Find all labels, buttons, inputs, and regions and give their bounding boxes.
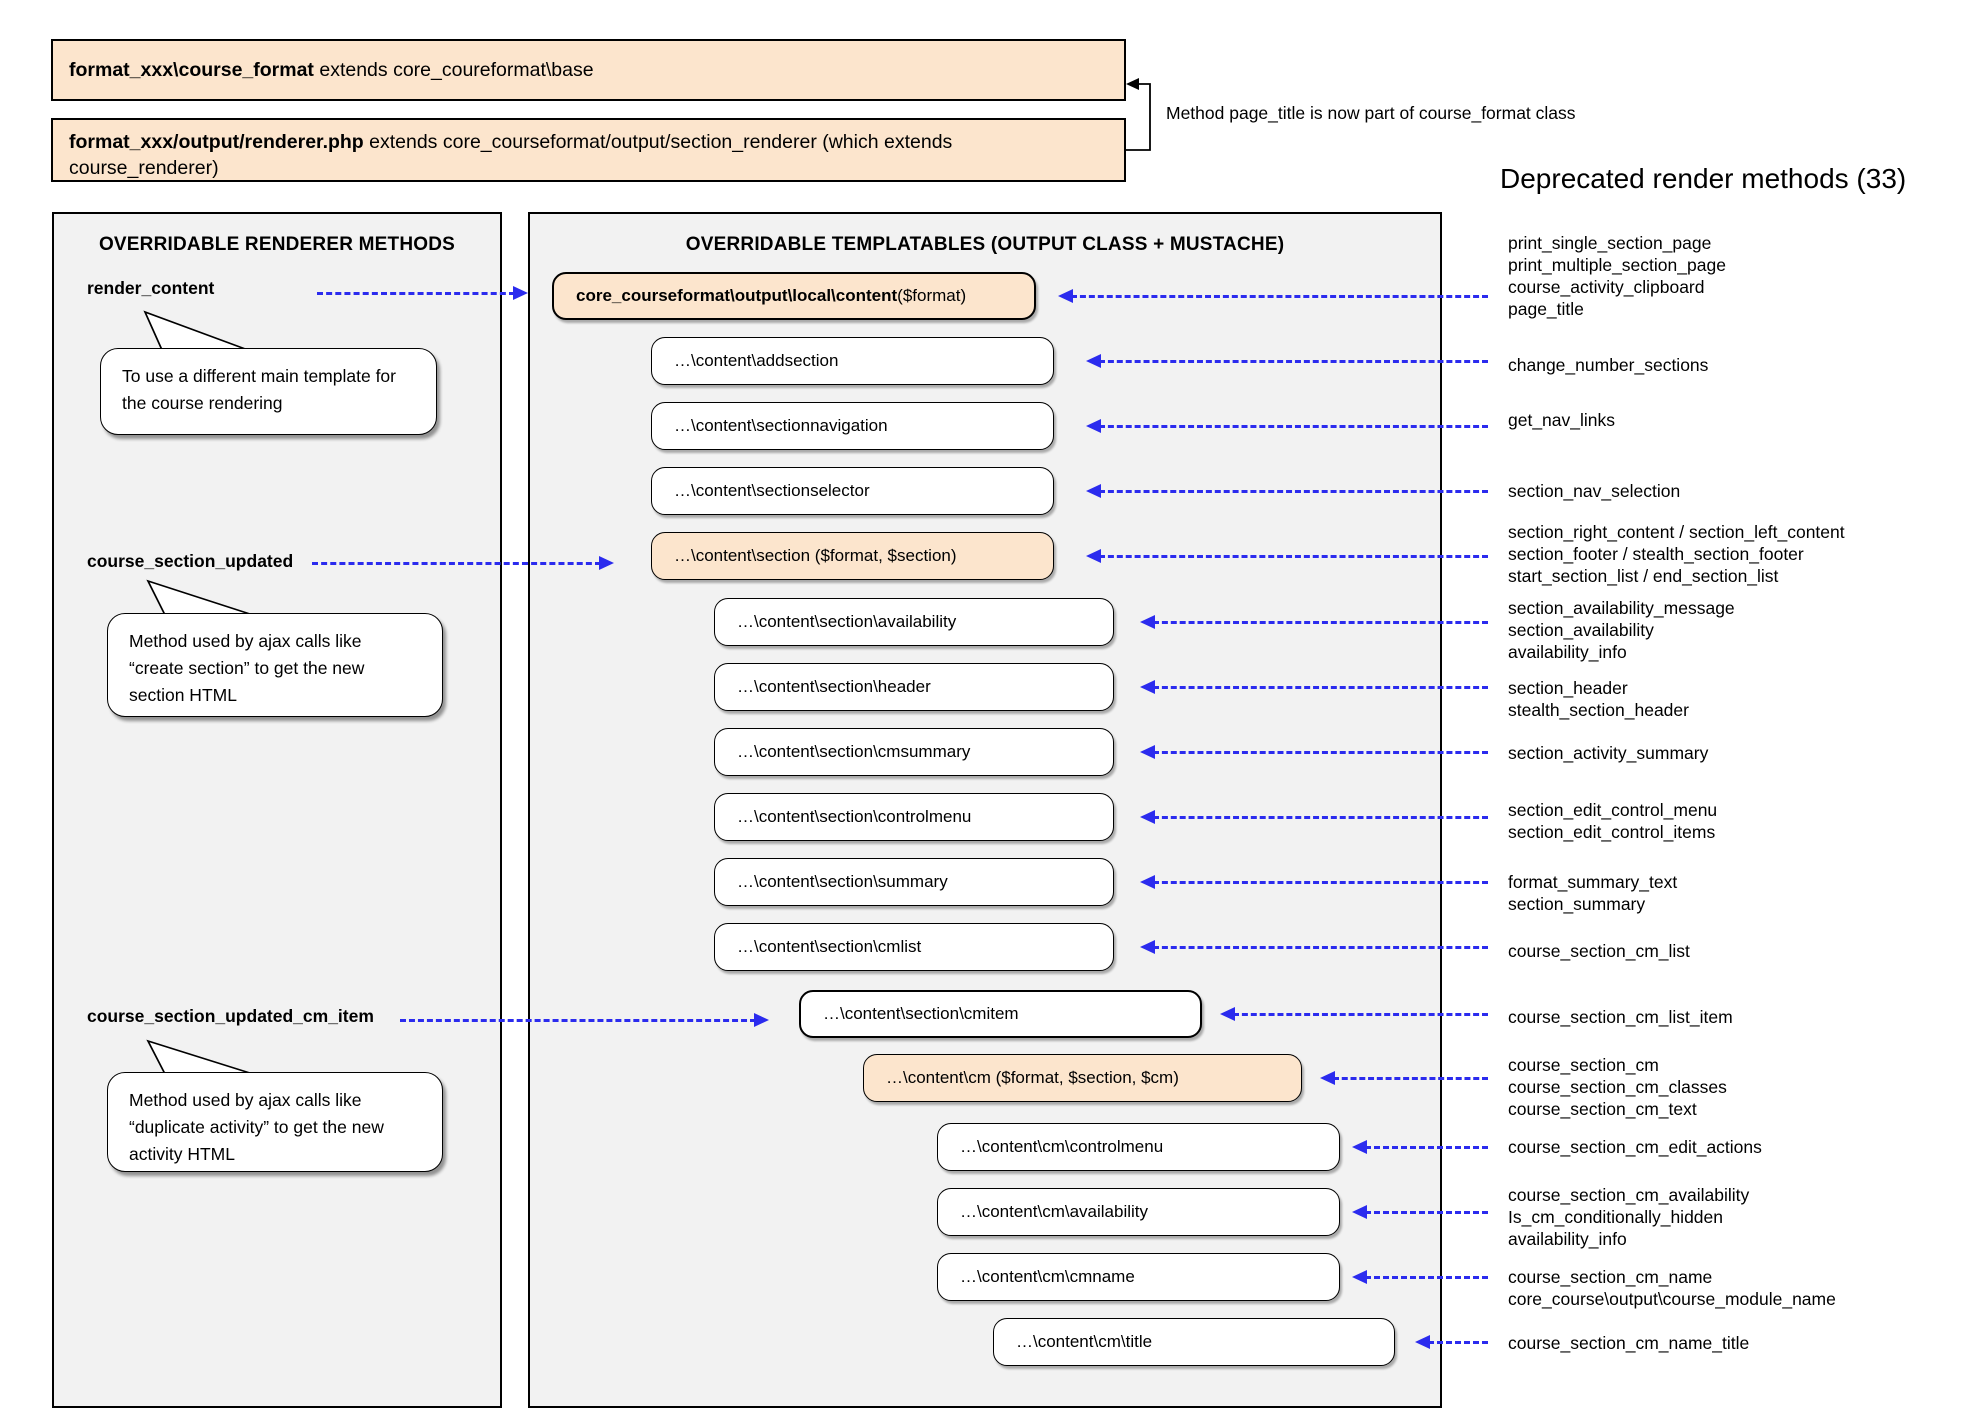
templatable-box-sectionselector: …\content\sectionselector (651, 467, 1054, 515)
templatable-box-cm-cmname: …\content\cm\cmname (937, 1253, 1340, 1301)
arrow-line-render_content-to-content (317, 291, 515, 295)
templatable-box-section-cmlist: …\content\section\cmlist (714, 923, 1114, 971)
arrow-line-deprecated-14 (1365, 1145, 1488, 1149)
arrow-line-deprecated-2 (1099, 359, 1488, 363)
arrow-line-deprecated-1 (1071, 294, 1488, 298)
templatable-box-cm: …\content\cm ($format, $section, $cm) (863, 1054, 1302, 1102)
templatable-box-cm-title: …\content\cm\title (993, 1318, 1395, 1366)
arrowhead-deprecated-1 (1058, 289, 1073, 303)
class-box-renderer-bold: format_xxx/output/renderer.php (69, 131, 364, 153)
arrowhead-course_section_updated-to-section (599, 556, 614, 570)
arrowhead-render_content-to-content (513, 286, 528, 300)
templatable-box-section-controlmenu: …\content\section\controlmenu (714, 793, 1114, 841)
deprecated-method-group-3: get_nav_links (1508, 410, 1616, 430)
left-panel-title: OVERRIDABLE RENDERER METHODS (98, 234, 456, 255)
arrow-line-deprecated-3 (1099, 424, 1488, 428)
arrow-line-deprecated-11 (1153, 945, 1488, 949)
renderer-method-render_content: render_content (87, 278, 215, 298)
arrowhead-deprecated-4 (1086, 484, 1101, 498)
page-title-note: Method page_title is now part of course_… (1166, 103, 1576, 123)
arrowhead-deprecated-9 (1140, 810, 1155, 824)
arrow-line-deprecated-12 (1233, 1012, 1488, 1016)
arrowhead-deprecated-8 (1140, 745, 1155, 759)
arrow-line-deprecated-5 (1099, 554, 1488, 558)
arrowhead-deprecated-15 (1352, 1205, 1367, 1219)
templatable-box-section: …\content\section ($format, $section) (651, 532, 1054, 580)
arrowhead-course_section_updated_cm_item-to-cmitem (754, 1013, 769, 1027)
deprecated-methods-title: Deprecated render methods (33) (1500, 163, 1907, 194)
templatable-box-section-cmitem: …\content\section\cmitem (799, 990, 1202, 1038)
arrowhead-deprecated-14 (1352, 1140, 1367, 1154)
arrowhead-deprecated-5 (1086, 549, 1101, 563)
arrowhead-deprecated-13 (1320, 1071, 1335, 1085)
templatable-box-section-availability: …\content\section\availability (714, 598, 1114, 646)
arrow-line-deprecated-15 (1365, 1210, 1488, 1214)
callout-bubble-2: Method used by ajax calls like“create se… (107, 613, 443, 717)
middle-panel-title: OVERRIDABLE TEMPLATABLES (OUTPUT CLASS +… (685, 234, 1285, 255)
bracket-arrowhead (1126, 78, 1139, 90)
deprecated-method-group-17: course_section_cm_name_title (1508, 1333, 1750, 1353)
templatable-box-section-cmsummary: …\content\section\cmsummary (714, 728, 1114, 776)
deprecated-method-group-2: change_number_sections (1508, 355, 1709, 375)
arrow-line-deprecated-7 (1153, 685, 1488, 689)
arrowhead-deprecated-12 (1220, 1007, 1235, 1021)
deprecated-method-group-11: course_section_cm_list (1508, 941, 1690, 961)
arrowhead-deprecated-17 (1415, 1335, 1430, 1349)
class-box-course-format: format_xxx\course_format extends core_co… (51, 39, 1126, 101)
class-box-course-format-bold: format_xxx\course_format (69, 59, 314, 81)
templatable-box-section-summary: …\content\section\summary (714, 858, 1114, 906)
arrow-line-deprecated-9 (1153, 815, 1488, 819)
arrowhead-deprecated-3 (1086, 419, 1101, 433)
templatable-box-cm-controlmenu: …\content\cm\controlmenu (937, 1123, 1340, 1171)
bracket-connector (1126, 83, 1151, 151)
templatable-box-addsection: …\content\addsection (651, 337, 1054, 385)
renderer-method-course_section_updated_cm_item: course_section_updated_cm_item (87, 1006, 374, 1026)
class-box-renderer-rest: extends core_courseformat/output/section… (363, 131, 953, 153)
arrowhead-deprecated-10 (1140, 875, 1155, 889)
deprecated-method-group-14: course_section_cm_edit_actions (1508, 1137, 1762, 1157)
templatable-box-cm-availability: …\content\cm\availability (937, 1188, 1340, 1236)
deprecated-method-group-5: section_right_content / section_left_con… (1508, 522, 1845, 586)
templatable-box-sectionnavigation: …\content\sectionnavigation (651, 402, 1054, 450)
arrow-line-deprecated-8 (1153, 750, 1488, 754)
class-box-renderer-line2: course_renderer) (69, 157, 219, 179)
arrowhead-deprecated-16 (1352, 1270, 1367, 1284)
arrow-line-course_section_updated-to-section (312, 561, 601, 565)
arrow-line-deprecated-6 (1153, 620, 1488, 624)
arrowhead-deprecated-11 (1140, 940, 1155, 954)
arrowhead-deprecated-7 (1140, 680, 1155, 694)
arrow-line-deprecated-4 (1099, 489, 1488, 493)
templatable-box-section-header: …\content\section\header (714, 663, 1114, 711)
class-box-course-format-rest: extends core_coureformat\base (313, 59, 594, 81)
class-box-renderer: format_xxx/output/renderer.php extends c… (51, 118, 1126, 182)
renderer-method-course_section_updated: course_section_updated (87, 551, 294, 571)
deprecated-method-group-12: course_section_cm_list_item (1508, 1007, 1733, 1027)
callout-bubble-3: Method used by ajax calls like“duplicate… (107, 1072, 443, 1172)
arrow-line-deprecated-13 (1333, 1076, 1488, 1080)
deprecated-method-group-4: section_nav_selection (1508, 481, 1681, 501)
deprecated-method-group-8: section_activity_summary (1508, 743, 1709, 763)
arrowhead-deprecated-2 (1086, 354, 1101, 368)
arrowhead-deprecated-6 (1140, 615, 1155, 629)
arrow-line-deprecated-17 (1428, 1340, 1488, 1344)
arrow-line-deprecated-16 (1365, 1275, 1488, 1279)
templatable-box-content: core_courseformat\output\local\content (… (552, 272, 1036, 320)
arrow-line-deprecated-10 (1153, 880, 1488, 884)
arrow-line-course_section_updated_cm_item-to-cmitem (400, 1018, 756, 1022)
